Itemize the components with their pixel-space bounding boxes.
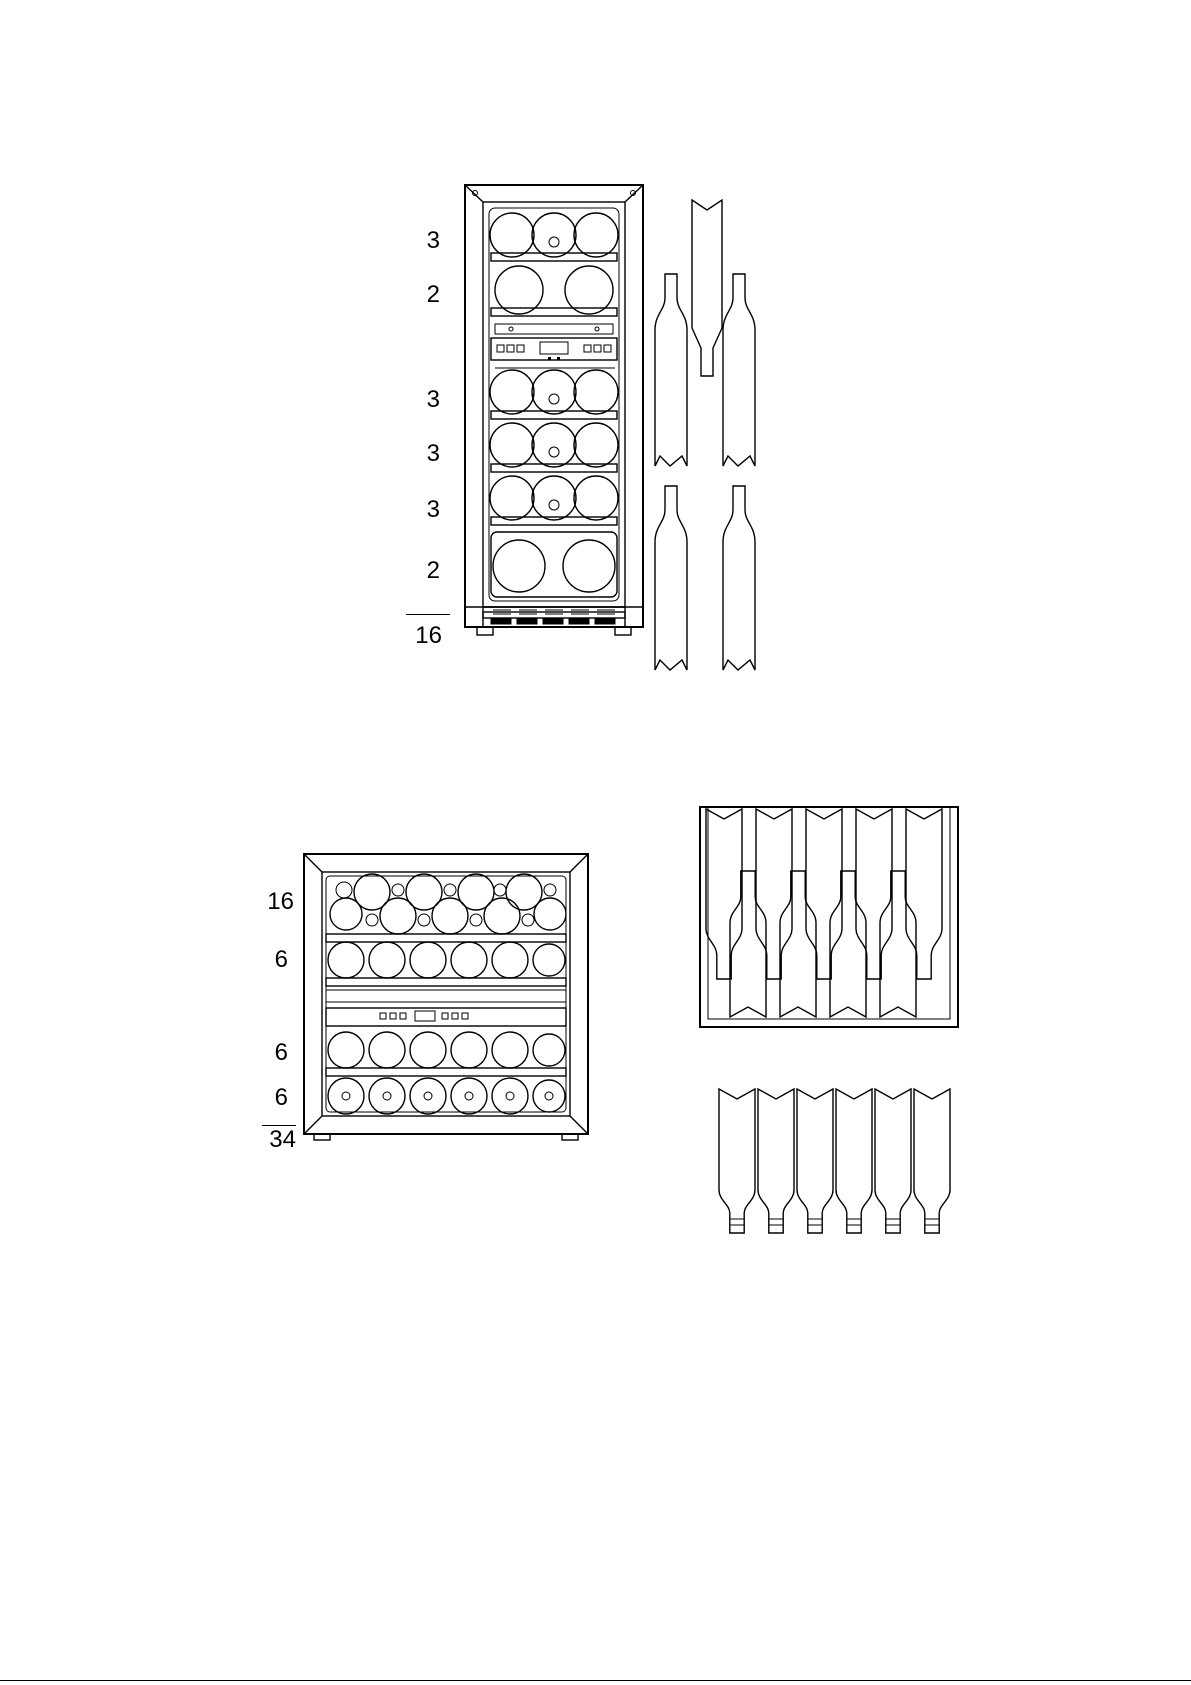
narrow-shelf-3 bbox=[490, 368, 618, 419]
rack-bottles bbox=[706, 809, 942, 1017]
row-bottles bbox=[719, 1089, 950, 1233]
wide-shelf-2 bbox=[326, 942, 566, 986]
wide-cooler-drawing bbox=[300, 850, 600, 1150]
narrow-shelf-count-4: 3 bbox=[410, 442, 440, 466]
wide-shelf-count-1: 16 bbox=[262, 890, 294, 914]
narrow-shelf-6 bbox=[491, 532, 617, 597]
wide-shelf-count-3: 6 bbox=[262, 1041, 288, 1065]
narrow-vent-slots bbox=[483, 607, 625, 627]
wide-total-count: 34 bbox=[264, 1128, 296, 1152]
narrow-shelf-4 bbox=[490, 423, 618, 472]
narrow-shelf-count-1: 3 bbox=[410, 229, 440, 253]
narrow-control-panel bbox=[491, 324, 617, 360]
wide-shelf-count-4: 6 bbox=[262, 1086, 288, 1110]
narrow-shelf-count-3: 3 bbox=[410, 388, 440, 412]
narrow-shelf-1 bbox=[490, 213, 618, 261]
narrow-total-count: 16 bbox=[406, 624, 442, 648]
page-footer-rule bbox=[0, 1680, 1191, 1681]
wide-shelf-1 bbox=[326, 874, 566, 942]
wide-shelf-count-2: 6 bbox=[262, 948, 288, 972]
narrow-shelf-count-5: 3 bbox=[410, 498, 440, 522]
wide-shelf-4 bbox=[328, 1078, 565, 1114]
narrow-total-separator bbox=[406, 614, 450, 615]
wide-bottle-row bbox=[715, 1085, 955, 1240]
narrow-cooler-drawing bbox=[455, 180, 655, 680]
narrow-vent-grille bbox=[465, 607, 643, 618]
wide-shelf-3 bbox=[326, 1032, 566, 1076]
narrow-shelf-5 bbox=[490, 476, 618, 525]
narrow-bottle-stack bbox=[655, 198, 785, 678]
narrow-shelf-2 bbox=[491, 266, 617, 316]
wide-bottle-rack-interleaved bbox=[700, 805, 960, 1030]
narrow-shelf-count-6: 2 bbox=[410, 559, 440, 583]
wide-control-panel bbox=[326, 990, 566, 1026]
narrow-shelf-count-2: 2 bbox=[410, 283, 440, 307]
